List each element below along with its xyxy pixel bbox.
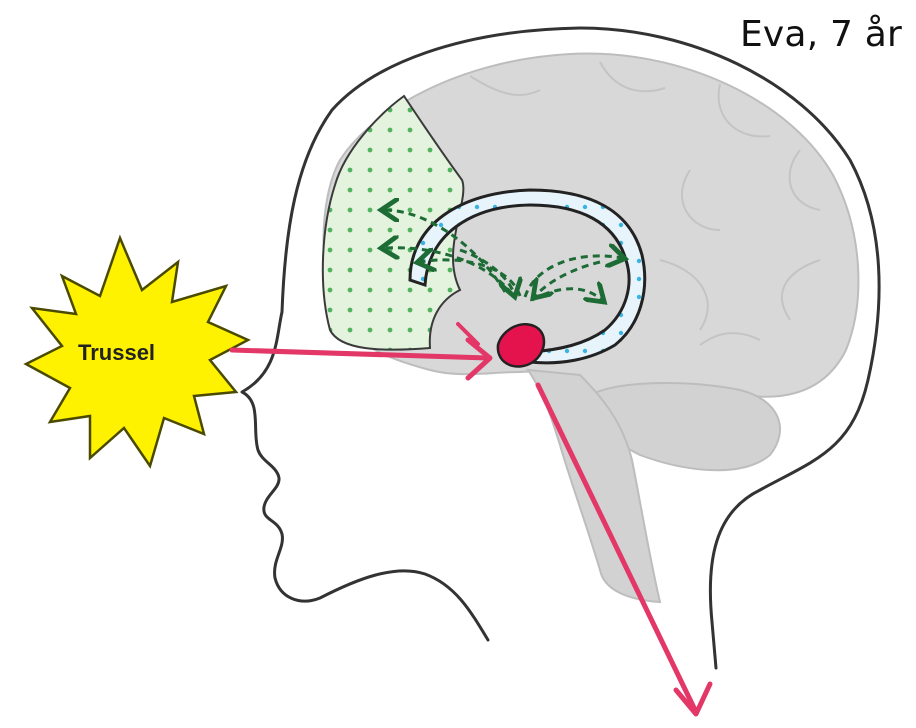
threat-label: Trussel xyxy=(78,340,155,365)
